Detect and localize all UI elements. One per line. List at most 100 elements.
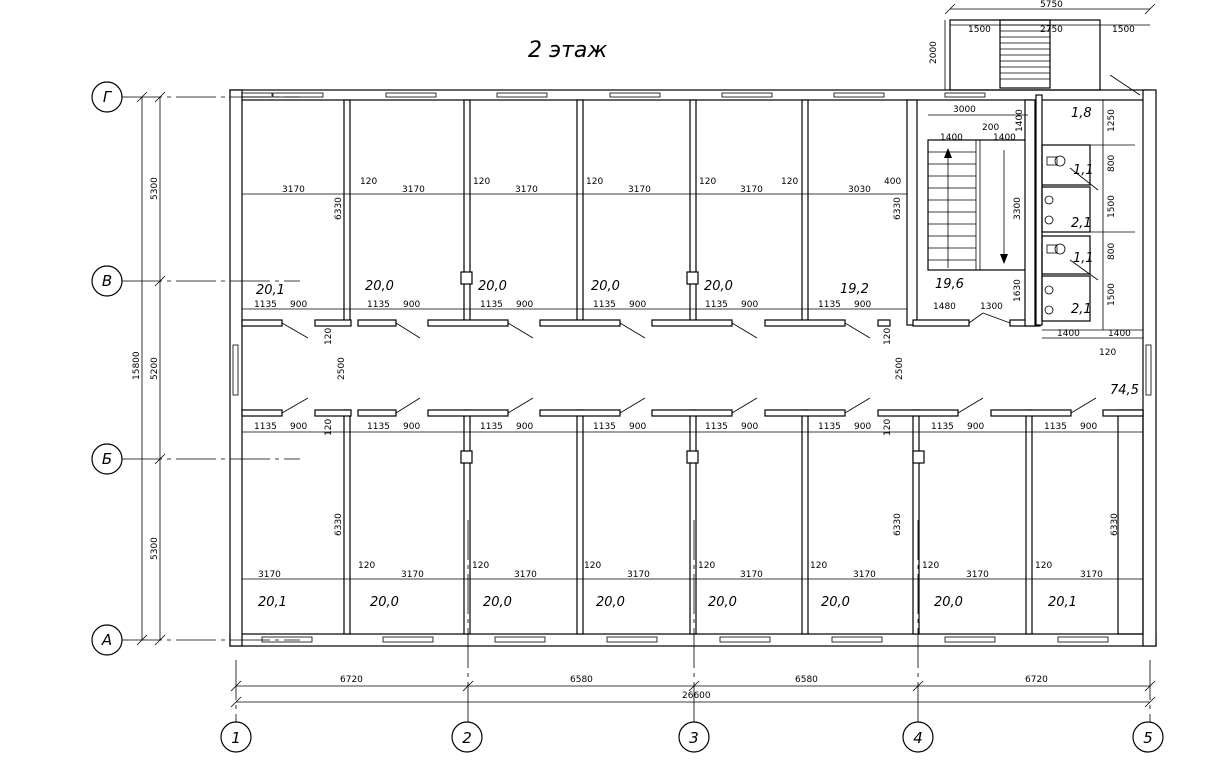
svg-text:3170: 3170 [515, 185, 538, 195]
wc-areas: 1,8 1,1 2,1 1,1 2,1 [1071, 106, 1094, 317]
svg-text:1135: 1135 [480, 422, 503, 432]
room-area: 20,0 [370, 595, 399, 610]
svg-text:2500: 2500 [337, 357, 347, 380]
svg-text:1,8: 1,8 [1071, 106, 1092, 121]
svg-text:1250: 1250 [1107, 109, 1117, 132]
floor-title: 2 этаж [528, 38, 607, 63]
svg-text:2,1: 2,1 [1071, 302, 1092, 317]
svg-text:900: 900 [967, 422, 984, 432]
svg-text:1135: 1135 [367, 300, 390, 310]
svg-text:800: 800 [1107, 243, 1117, 260]
svg-text:120: 120 [781, 177, 798, 187]
svg-text:1400: 1400 [993, 133, 1016, 143]
room-area: 20,0 [704, 279, 733, 294]
axis-marker-v: В [91, 265, 123, 297]
svg-text:120: 120 [358, 561, 375, 571]
svg-text:1630: 1630 [1013, 279, 1023, 302]
svg-text:1400: 1400 [1015, 109, 1025, 132]
svg-text:6580: 6580 [570, 675, 593, 685]
svg-text:1400: 1400 [1057, 329, 1080, 339]
east-wall [1142, 89, 1157, 647]
room-area: 20,0 [934, 595, 963, 610]
svg-text:5: 5 [1143, 729, 1153, 747]
bottom-corridor-wall [241, 409, 1144, 417]
svg-text:3030: 3030 [848, 185, 871, 195]
svg-text:120: 120 [586, 177, 603, 187]
svg-text:6330: 6330 [334, 513, 344, 536]
svg-text:900: 900 [403, 300, 420, 310]
south-wall [229, 633, 1157, 647]
room-area: 20,0 [591, 279, 620, 294]
horizontal-axes [122, 96, 300, 641]
svg-text:3170: 3170 [740, 570, 763, 580]
svg-text:120: 120 [1035, 561, 1052, 571]
svg-text:1500: 1500 [1112, 25, 1135, 35]
svg-text:900: 900 [290, 422, 307, 432]
svg-text:1,1: 1,1 [1073, 163, 1094, 178]
svg-text:900: 900 [516, 422, 533, 432]
wc-block [1041, 144, 1143, 331]
svg-text:6330: 6330 [334, 197, 344, 220]
svg-text:А: А [101, 631, 112, 649]
svg-text:900: 900 [854, 300, 871, 310]
svg-text:1135: 1135 [705, 300, 728, 310]
svg-text:1135: 1135 [367, 422, 390, 432]
svg-text:120: 120 [472, 561, 489, 571]
room-area: 20,1 [256, 283, 285, 298]
svg-text:5300: 5300 [150, 537, 160, 560]
svg-text:3170: 3170 [402, 185, 425, 195]
svg-text:3170: 3170 [628, 185, 651, 195]
west-wall [229, 89, 243, 647]
svg-text:900: 900 [629, 422, 646, 432]
svg-text:3170: 3170 [282, 185, 305, 195]
svg-text:Б: Б [102, 450, 112, 468]
svg-text:1500: 1500 [1107, 195, 1117, 218]
svg-text:120: 120 [883, 419, 893, 436]
bottom-partitions [343, 409, 1144, 635]
svg-text:900: 900 [854, 422, 871, 432]
top-room-areas: 20,1 20,0 20,0 20,0 20,0 19,2 19,6 [256, 277, 964, 298]
svg-text:3170: 3170 [401, 570, 424, 580]
bottom-door-swings [281, 397, 1097, 414]
svg-text:2,1: 2,1 [1071, 216, 1092, 231]
svg-text:3000: 3000 [953, 105, 976, 115]
top-room-dimensions: 3170 120 3170 120 3170 120 3170 120 3170… [242, 177, 907, 220]
svg-text:2750: 2750 [1040, 25, 1063, 35]
svg-text:1135: 1135 [931, 422, 954, 432]
stair-area: 19,6 [935, 277, 964, 292]
axis-marker-4: 4 [902, 721, 934, 753]
axis-marker-1: 1 [220, 721, 252, 753]
vertical-axes [235, 520, 1151, 722]
svg-text:120: 120 [922, 561, 939, 571]
svg-text:6330: 6330 [893, 513, 903, 536]
room-area: 20,1 [258, 595, 287, 610]
svg-text:6330: 6330 [1110, 513, 1120, 536]
svg-text:6720: 6720 [1025, 675, 1048, 685]
exterior-stair [949, 19, 1141, 96]
svg-text:1135: 1135 [254, 422, 277, 432]
svg-text:2500: 2500 [895, 357, 905, 380]
svg-text:120: 120 [324, 328, 334, 345]
svg-text:1135: 1135 [705, 422, 728, 432]
svg-text:1135: 1135 [593, 300, 616, 310]
room-area: 19,2 [840, 282, 869, 297]
room-area: 20,0 [478, 279, 507, 294]
axis-marker-a: А [91, 624, 123, 656]
room-area: 20,0 [708, 595, 737, 610]
svg-text:2000: 2000 [929, 41, 939, 64]
top-door-swings [281, 312, 1011, 339]
svg-text:Г: Г [103, 88, 113, 106]
svg-text:1135: 1135 [818, 300, 841, 310]
room-area: 20,0 [596, 595, 625, 610]
svg-text:120: 120 [883, 328, 893, 345]
svg-text:1400: 1400 [940, 133, 963, 143]
svg-text:6330: 6330 [893, 197, 903, 220]
svg-text:3170: 3170 [514, 570, 537, 580]
svg-text:2: 2 [462, 729, 472, 747]
svg-text:3: 3 [689, 729, 699, 747]
wc-dimensions: 1250 800 1500 800 1500 1400 1400 120 [1042, 100, 1143, 358]
svg-text:200: 200 [982, 123, 999, 133]
room-area: 20,0 [821, 595, 850, 610]
west-window [232, 344, 239, 396]
svg-text:6720: 6720 [340, 675, 363, 685]
